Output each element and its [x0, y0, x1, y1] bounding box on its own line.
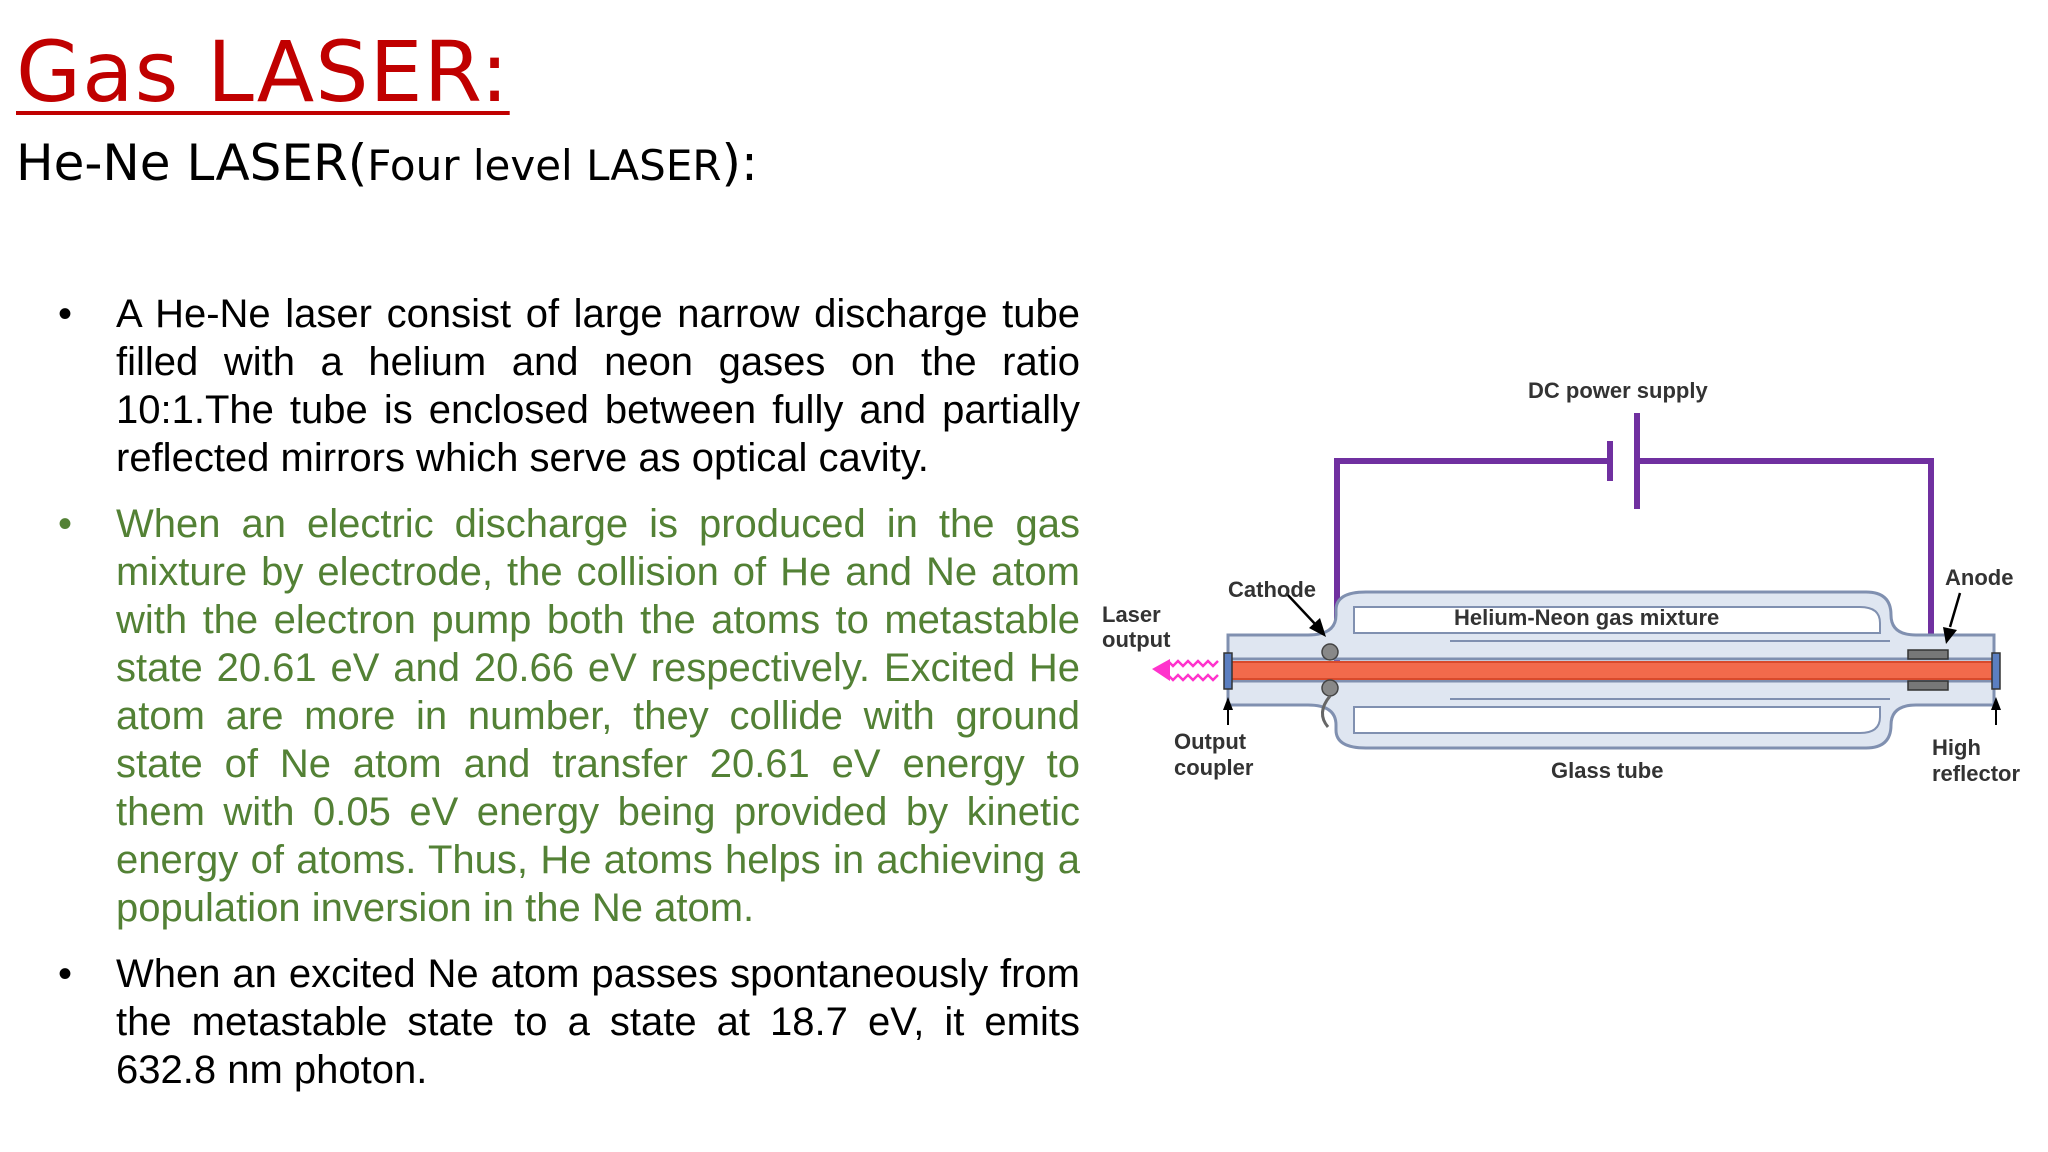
bullet-text: A He-Ne laser consist of large narrow di…	[116, 292, 1080, 480]
output-coupler-pointer-head	[1223, 697, 1233, 710]
laser-output-wave-top	[1167, 659, 1219, 668]
output-coupler-mirror	[1223, 652, 1233, 690]
laser-output-wave-bottom	[1167, 673, 1219, 682]
subtitle-end: ):	[721, 134, 758, 192]
subtitle-main: He-Ne LASER(	[16, 134, 368, 192]
page-subtitle: He-Ne LASER(Four level LASER):	[16, 136, 758, 191]
high-reflector-label-line1: High	[1932, 735, 1981, 760]
dc-power-supply-label: DC power supply	[1528, 378, 1708, 403]
output-coupler-label-line2: coupler	[1174, 755, 1254, 780]
cathode-electrode-bottom	[1321, 679, 1339, 697]
bullet-item: • A He-Ne laser consist of large narrow …	[58, 290, 1080, 482]
glass-tube-inner	[1353, 606, 1881, 734]
anode-electrode-bottom	[1907, 680, 1949, 691]
laser-output-label-line1: Laser	[1102, 602, 1161, 627]
subtitle-paren: Four level LASER	[367, 141, 722, 190]
bullet-list: • A He-Ne laser consist of large narrow …	[58, 290, 1080, 1112]
bullet-marker: •	[58, 952, 73, 996]
bullet-marker: •	[58, 292, 73, 336]
cathode-pointer	[1285, 592, 1317, 626]
glass-tube-label: Glass tube	[1551, 758, 1664, 783]
output-coupler-label-line1: Output	[1174, 729, 1247, 754]
anode-label: Anode	[1945, 565, 2014, 590]
laser-output-arrowhead	[1152, 659, 1170, 681]
bullet-text: When an excited Ne atom passes spontaneo…	[116, 952, 1080, 1092]
bullet-marker: •	[58, 502, 73, 546]
gas-mixture-label: Helium-Neon gas mixture	[1454, 605, 1720, 630]
cathode-lead-bottom	[1321, 695, 1332, 728]
anode-pointer	[1948, 592, 1962, 628]
diagram-drawing	[1152, 413, 2001, 750]
cathode-electrode-top	[1321, 643, 1339, 661]
high-reflector-mirror	[1991, 652, 2001, 690]
laser-output-label-line2: output	[1102, 627, 1171, 652]
anode-electrode-top	[1907, 649, 1949, 660]
laser-beam	[1232, 662, 1992, 679]
he-ne-laser-diagram: DC power supply Cathode Anode Laser outp…	[1090, 365, 2030, 815]
page-title: Gas LASER:	[16, 23, 510, 121]
anode-pointer-head	[1943, 627, 1957, 644]
bullet-item: • When an electric discharge is produced…	[58, 500, 1080, 932]
cathode-label: Cathode	[1228, 577, 1316, 602]
bullet-text: When an electric discharge is produced i…	[116, 502, 1080, 930]
cathode-pointer-head	[1309, 618, 1326, 637]
high-reflector-label-line2: reflector	[1932, 761, 2021, 786]
bullet-item: • When an excited Ne atom passes spontan…	[58, 950, 1080, 1094]
high-reflector-pointer-head	[1991, 697, 2001, 710]
power-wire-right	[1637, 458, 1934, 655]
